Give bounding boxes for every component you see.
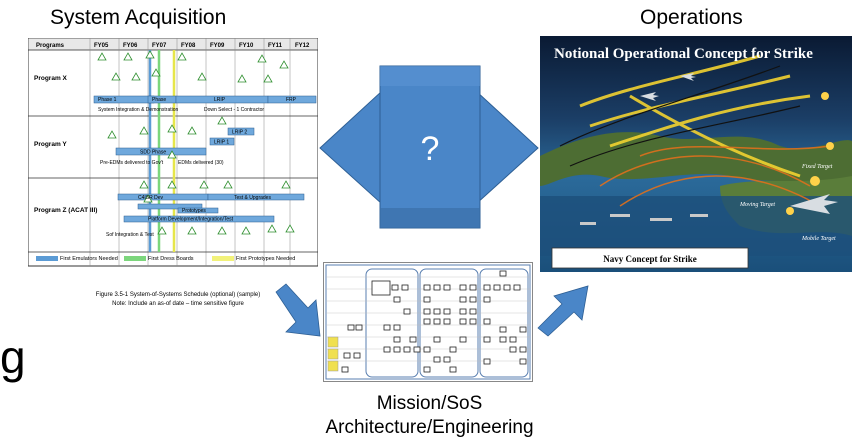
question-mark: ? — [421, 130, 440, 168]
phase-label: SDD Phase — [140, 150, 166, 156]
phase-label: Test & Upgrades — [234, 195, 271, 201]
phase-label: Phase 1 — [98, 97, 117, 103]
mission-title-line1: Mission/SoS — [376, 393, 483, 414]
schedule-column-header: FY07 — [152, 43, 167, 49]
strike-paths — [579, 54, 811, 178]
legend-label: First Prototypes Needed — [236, 256, 295, 262]
sos-schedule-figure: Programs FY05 FY06 FY07 FY08 FY09 FY10 FY11 FY12 — [27, 37, 319, 318]
mission-architecture-title: Mission/SoS Architecture/Engineering — [0, 392, 859, 440]
explosion-icons — [786, 92, 834, 215]
phase-label: Phase — [152, 97, 166, 103]
schedule-column-header: FY09 — [210, 43, 225, 49]
schedule-chart: Programs FY05 FY06 FY07 FY08 FY09 FY10 FY11 FY12 — [27, 37, 319, 307]
center-block — [379, 65, 481, 229]
schedule-column-header: FY05 — [94, 43, 109, 49]
legend-label: First Dress Boards — [148, 256, 194, 262]
aircraft-icons — [640, 73, 838, 214]
schedule-caption-note: Note: Include an as-of date – time sensi… — [112, 301, 244, 307]
schedule-column-header: FY12 — [295, 43, 310, 49]
arrow-to-operations — [534, 280, 592, 340]
schedule-column-header: Programs — [36, 43, 65, 49]
target-label: Moving Target — [739, 202, 775, 208]
phase-note: Pre-EDMs delivered to Gov't — [100, 160, 164, 166]
node-boxes — [341, 270, 527, 373]
phase-label: Prototypes — [182, 208, 206, 214]
edge-glyph: g — [0, 331, 26, 383]
arrow-to-architecture — [272, 282, 326, 342]
schedule-column-header: FY11 — [268, 43, 283, 49]
operational-concept-image: Notional Operational Concept for Strike … — [540, 36, 852, 272]
schedule-row-label: Program X — [34, 75, 68, 82]
legend-label: First Emulators Needed — [60, 256, 118, 262]
phase-label: C4ISR Dev — [138, 195, 164, 201]
ops-title: Notional Operational Concept for Strike — [554, 46, 813, 62]
schedule-column-header: FY10 — [239, 43, 254, 49]
schedule-row-label: Program Y — [34, 141, 67, 148]
phase-note: System Integration & Demonstration — [98, 107, 179, 113]
bidirectional-arrow: ? — [310, 36, 548, 256]
phase-label: LRIP — [214, 97, 226, 103]
schedule-column-header: FY08 — [181, 43, 196, 49]
schedule-column-header: FY06 — [123, 43, 138, 49]
architecture-diagram — [323, 262, 533, 382]
phase-label: Platform Development/Integration/Test — [148, 217, 234, 223]
phase-note: Down Select - 1 Contractor — [204, 107, 264, 113]
phase-label: LRIP 1 — [214, 140, 229, 146]
phase-label: FRP — [286, 97, 297, 103]
schedule-caption: Figure 3.5-1 System-of-Systems Schedule … — [96, 292, 260, 298]
phase-note: Sof Integration & Test — [106, 232, 154, 238]
schedule-row-label: Program Z (ACAT III) — [34, 207, 97, 214]
mission-title-line2: Architecture/Engineering — [325, 417, 534, 438]
phase-label: LRIP 2 — [232, 130, 247, 136]
ops-caption-box — [551, 247, 749, 269]
land-shape — [540, 132, 852, 186]
ops-caption: Navy Concept for Strike — [603, 254, 697, 264]
phase-note: EDMs delivered (30) — [178, 160, 224, 166]
target-label: Mobile Target — [801, 236, 836, 242]
target-label: Fixed Target — [801, 164, 833, 170]
system-acquisition-title: System Acquisition — [50, 6, 227, 29]
operations-title: Operations — [640, 6, 743, 29]
ship-icons — [580, 214, 708, 225]
